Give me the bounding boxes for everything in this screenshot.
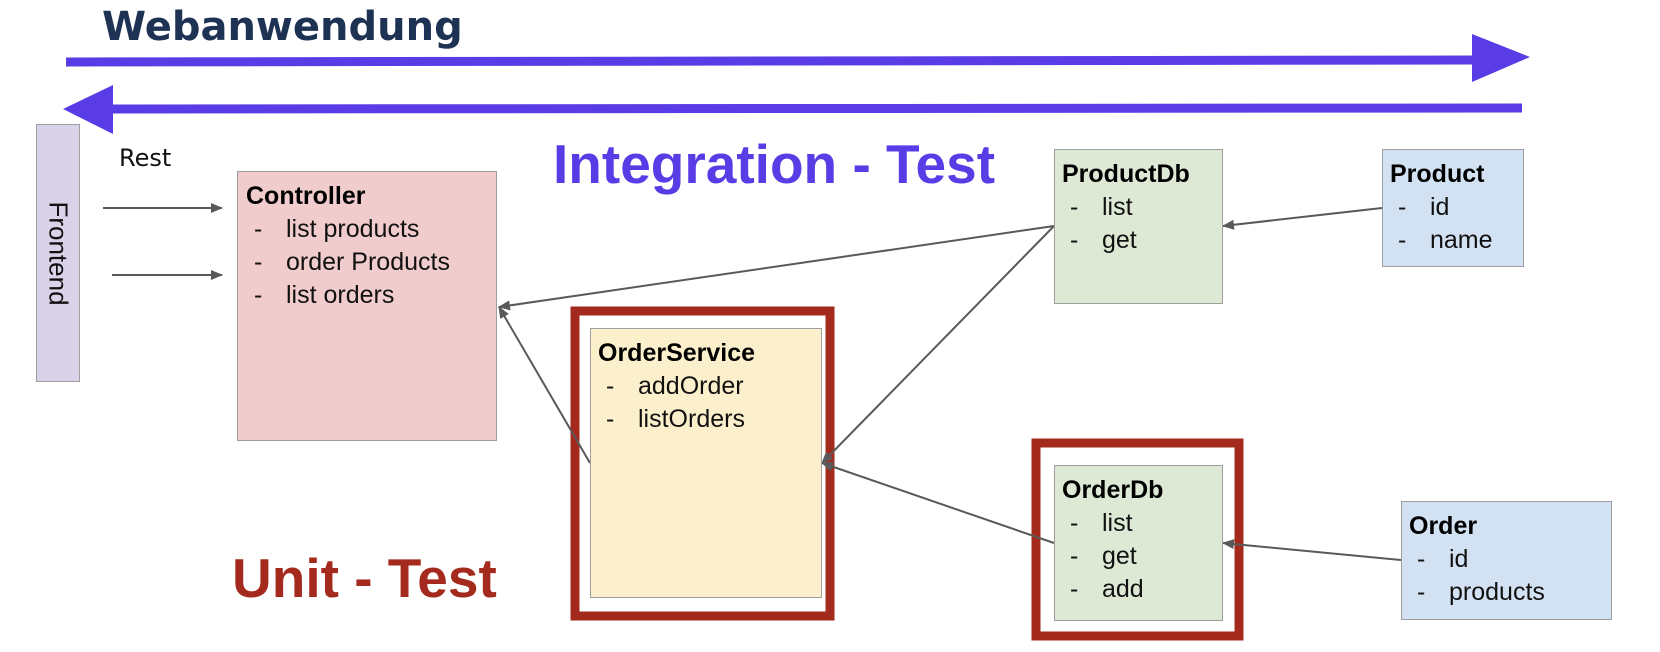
product-to-productdb-arrow: [1222, 207, 1383, 230]
product-title: Product: [1390, 160, 1485, 188]
webapp-arrowhead-left: [63, 85, 113, 134]
product-item: id: [1390, 191, 1523, 224]
product-items: id name: [1390, 191, 1523, 257]
orderservice-item: listOrders: [598, 403, 821, 436]
frontend-label: Frontend: [43, 200, 74, 306]
productdb-items: list get: [1062, 191, 1222, 257]
order-item: id: [1409, 543, 1611, 576]
orderservice-box: OrderService addOrder listOrders: [590, 328, 822, 598]
unit-test-frame-orderdb: [1031, 438, 1244, 641]
frontend-box: [36, 124, 80, 382]
productdb-item: list: [1062, 191, 1222, 224]
orderdb-item: get: [1062, 540, 1222, 573]
productdb-title: ProductDb: [1062, 160, 1190, 188]
webanwendung-heading: Webanwendung: [102, 4, 463, 50]
webapp-arrowhead-right: [1472, 34, 1530, 82]
orderdb-to-orderservice-arrow: [821, 461, 1055, 544]
product-item: name: [1390, 224, 1523, 257]
productdb-to-controller-arrow: [498, 225, 1055, 311]
controller-title: Controller: [246, 182, 366, 210]
controller-item: list products: [246, 213, 496, 246]
integration-test-heading: Integration - Test: [553, 133, 996, 195]
order-title: Order: [1409, 512, 1478, 540]
controller-item: list orders: [246, 279, 496, 312]
controller-items: list products order Products list orders: [246, 213, 496, 312]
orderservice-items: addOrder listOrders: [598, 370, 821, 436]
order-to-orderdb-arrow: [1222, 539, 1402, 561]
orderdb-item: list: [1062, 507, 1222, 540]
webapp-arrow-right: [65, 55, 1476, 67]
orderdb-title: OrderDb: [1062, 476, 1164, 504]
controller-item: order Products: [246, 246, 496, 279]
order-box: Order id products: [1401, 501, 1612, 620]
order-items: id products: [1409, 543, 1611, 609]
frontend-label-wrap: Frontend: [36, 124, 80, 382]
product-box: Product id name: [1382, 149, 1524, 267]
orderdb-items: list get add: [1062, 507, 1222, 606]
webapp-arrow-left: [109, 103, 1523, 114]
productdb-box: ProductDb list get: [1054, 149, 1223, 304]
orderservice-title: OrderService: [598, 339, 756, 367]
rest-label: Rest: [119, 144, 172, 172]
controller-box: Controller list products order Products …: [237, 171, 497, 441]
orderdb-item: add: [1062, 573, 1222, 606]
productdb-to-orderservice-arrow: [821, 225, 1055, 464]
unit-test-heading: Unit - Test: [232, 547, 497, 609]
order-item: products: [1409, 576, 1611, 609]
orderservice-to-controller-arrow: [498, 306, 591, 464]
orderdb-box: OrderDb list get add: [1054, 465, 1223, 621]
orderservice-item: addOrder: [598, 370, 821, 403]
productdb-item: get: [1062, 224, 1222, 257]
